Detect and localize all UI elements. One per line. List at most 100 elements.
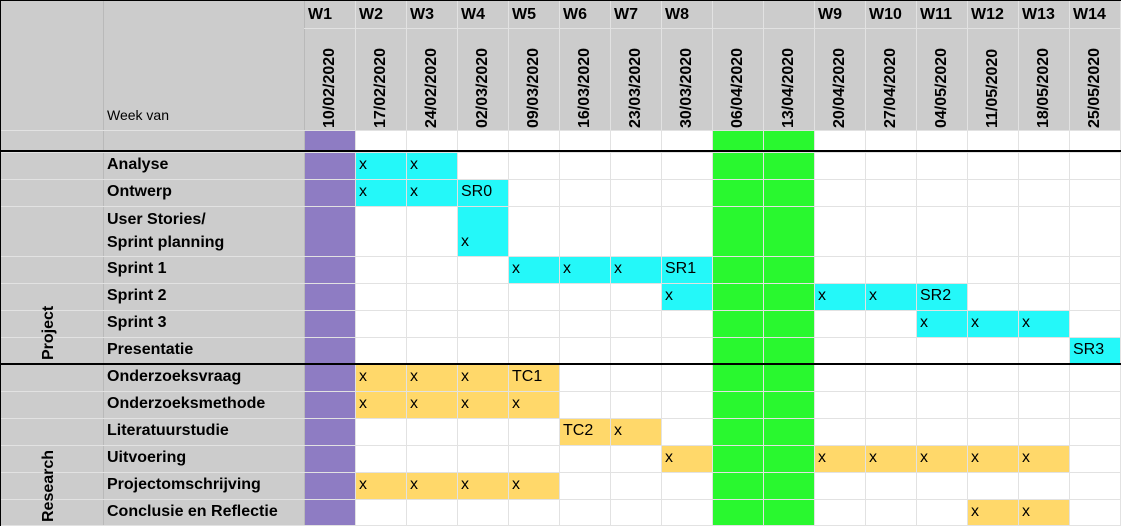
task-label: Ontwerp	[107, 183, 172, 200]
task-cell-filled	[916, 445, 967, 472]
task-mark: x	[869, 449, 877, 466]
task-mark: x	[665, 449, 673, 466]
task-mark: x	[869, 287, 877, 304]
task-mark: x	[614, 260, 622, 277]
task-cell-filled	[916, 283, 967, 310]
task-mark: x	[359, 395, 367, 412]
week-label: W14	[1073, 6, 1106, 23]
group-label-project: Project	[40, 305, 57, 360]
task-mark: x	[512, 395, 520, 412]
grid-hline	[0, 391, 1121, 392]
task-mark: x	[359, 368, 367, 385]
task-cell-filled	[457, 472, 508, 499]
grid-hline	[0, 130, 1121, 131]
holiday-highlight	[712, 130, 764, 526]
grid-hline	[0, 337, 1121, 338]
task-cell-filled	[916, 310, 967, 337]
task-mark: TC1	[512, 368, 543, 385]
grid-vline	[457, 0, 458, 526]
task-cell-filled	[1018, 499, 1069, 525]
group-divider-border	[0, 363, 1121, 365]
task-mark: x	[1022, 503, 1030, 520]
task-mark: x	[512, 476, 520, 493]
task-mark: x	[359, 156, 367, 173]
week-label: W6	[563, 6, 587, 23]
task-cell-filled	[355, 391, 406, 418]
task-cell-filled	[355, 472, 406, 499]
task-cell-filled	[508, 364, 559, 391]
date-label: 04/05/2020	[933, 47, 950, 128]
grid-hline	[0, 256, 1121, 257]
task-cell-filled	[508, 256, 559, 283]
grid-vline	[967, 0, 968, 526]
date-label: 13/04/2020	[780, 47, 797, 128]
task-label: Uitvoering	[107, 449, 187, 466]
task-mark: x	[1022, 449, 1030, 466]
task-cell-filled	[610, 256, 661, 283]
grid-vline	[1018, 0, 1019, 526]
task-mark: x	[410, 368, 418, 385]
week-label: W5	[512, 6, 536, 23]
grid-vline	[508, 0, 509, 526]
week-label: W3	[410, 6, 434, 23]
task-cell-filled	[1069, 337, 1120, 364]
task-cell-filled	[610, 418, 661, 445]
grid-hline	[0, 152, 1121, 153]
header-spacer-left	[0, 130, 304, 150]
task-cell-filled	[967, 445, 1018, 472]
group-column-bg	[0, 150, 103, 526]
grid-vline	[406, 0, 407, 526]
task-mark: SR1	[665, 260, 697, 277]
task-mark: x	[410, 395, 418, 412]
task-mark: TC2	[563, 422, 594, 439]
grid-hline	[0, 179, 1121, 180]
task-cell-filled	[661, 283, 712, 310]
task-mark: SR0	[461, 183, 493, 200]
grid-vline	[304, 0, 305, 526]
task-cell-filled	[1018, 445, 1069, 472]
top-frame-border	[0, 0, 1121, 1]
task-cell-filled	[406, 472, 457, 499]
grid-vline	[661, 0, 662, 526]
grid-hline	[0, 206, 1121, 207]
date-label: 25/05/2020	[1086, 47, 1103, 128]
task-label: Projectomschrijving	[107, 476, 261, 493]
task-column-bg	[103, 150, 304, 526]
task-mark: x	[971, 314, 979, 331]
task-mark: x	[359, 183, 367, 200]
date-label: 02/03/2020	[474, 47, 491, 128]
date-label: 18/05/2020	[1035, 47, 1052, 128]
date-label: 17/02/2020	[372, 47, 389, 128]
header-corner	[0, 0, 304, 150]
task-mark: x	[971, 449, 979, 466]
week-label: W13	[1022, 6, 1055, 23]
task-cell-filled	[508, 391, 559, 418]
grid-hline	[0, 283, 1121, 284]
date-label: 27/04/2020	[882, 47, 899, 128]
task-cell-filled	[814, 283, 865, 310]
date-label: 09/03/2020	[525, 47, 542, 128]
grid-vline	[355, 0, 356, 526]
week-label: W10	[869, 6, 902, 23]
task-mark: x	[512, 260, 520, 277]
week-label: W4	[461, 6, 485, 23]
grid-vline	[865, 0, 866, 526]
date-label: 30/03/2020	[678, 47, 695, 128]
task-mark: SR2	[920, 287, 952, 304]
task-label: Conclusie en Reflectie	[107, 503, 278, 520]
task-mark: x	[1022, 314, 1030, 331]
grid-hline	[0, 499, 1121, 500]
task-label: Onderzoeksmethode	[107, 395, 266, 412]
task-cell-filled	[559, 256, 610, 283]
task-cell-filled	[967, 310, 1018, 337]
task-mark: x	[461, 395, 469, 412]
week-label: W9	[818, 6, 842, 23]
task-mark: x	[614, 422, 622, 439]
task-cell-filled	[508, 472, 559, 499]
grid-hline	[0, 310, 1121, 311]
week1-highlight	[304, 130, 355, 526]
task-label: Literatuurstudie	[107, 422, 229, 439]
task-cell-filled	[559, 418, 610, 445]
group-label-research: Research	[40, 449, 57, 522]
task-cell-filled	[355, 152, 406, 179]
